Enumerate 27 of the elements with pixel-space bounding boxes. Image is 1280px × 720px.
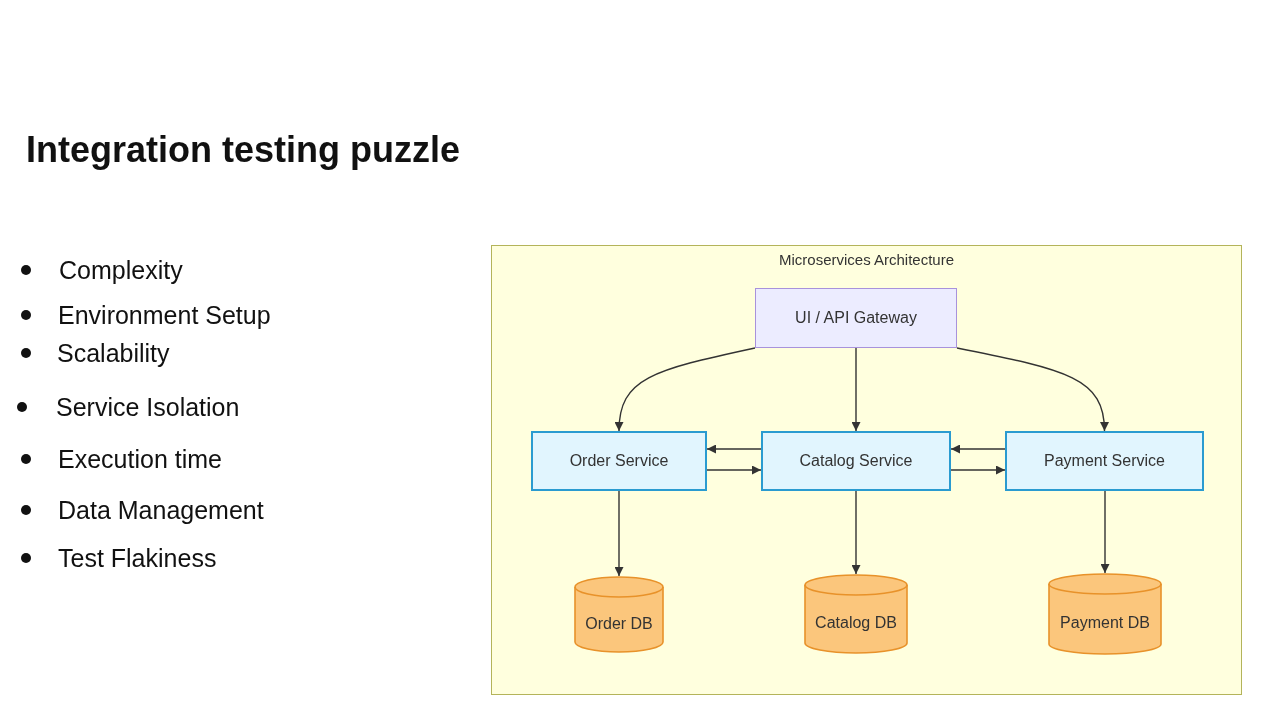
service-box: Order Service [531, 431, 707, 491]
service-box: Catalog Service [761, 431, 951, 491]
bullet-text: Test Flakiness [58, 543, 217, 573]
bullet-text: Execution time [58, 444, 222, 474]
arrow [851, 347, 861, 432]
arrow [956, 347, 1109, 432]
bullet-text: Scalability [57, 338, 170, 368]
database-cylinder: Payment DB [1048, 573, 1162, 655]
slide-title: Integration testing puzzle [26, 129, 460, 171]
arrow [851, 490, 861, 575]
bullet-text: Complexity [59, 255, 183, 285]
database-cylinder: Catalog DB [804, 574, 908, 654]
arrow [706, 444, 762, 454]
arrow [706, 465, 762, 475]
arrow [950, 444, 1006, 454]
arrow [950, 465, 1006, 475]
database-cylinder: Order DB [574, 576, 664, 653]
arrow [615, 347, 756, 432]
frame-title: Microservices Architecture [777, 251, 956, 268]
bullet-text: Data Management [58, 495, 264, 525]
arrow [1100, 490, 1110, 574]
service-box: Payment Service [1005, 431, 1204, 491]
diagram-frame [491, 245, 1242, 695]
bullet-text: Environment Setup [58, 300, 271, 330]
arrow [614, 490, 624, 577]
bullet-text: Service Isolation [56, 392, 240, 422]
gateway-box: UI / API Gateway [755, 288, 957, 348]
